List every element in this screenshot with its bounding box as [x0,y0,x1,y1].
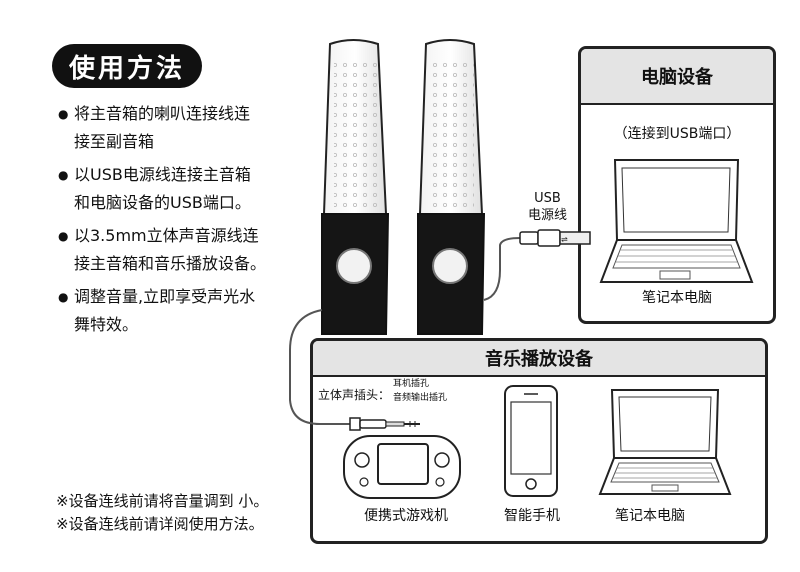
note-read-manual: ※设备连线前请详阅使用方法。 [56,515,264,533]
device-label-smartphone: 智能手机 [504,508,560,524]
music-box-header: 音乐播放设备 [313,341,765,377]
usb-plug-icon: ⇌ [519,229,591,247]
jack-option-audio-out: 音频输出插孔 [393,393,448,403]
page-title: 使用方法 [52,44,202,88]
note-volume: ※设备连线前请将音量调到 小。 [56,492,269,510]
laptop-icon [599,159,754,283]
handheld-console-icon [343,435,461,499]
smartphone-icon [504,385,558,497]
audio-jack-icon [349,417,420,431]
audio-cable [289,309,350,425]
music-box-title: 音乐播放设备 [485,349,593,370]
music-laptop-icon [598,389,732,495]
pc-box-header: 电脑设备 [581,49,773,105]
speaker-main [321,39,390,335]
device-label-game-console: 便携式游戏机 [364,508,448,524]
pc-device-label: 笔记本电脑 [642,290,712,306]
svg-text:⇌: ⇌ [561,235,568,244]
pc-box-title: 电脑设备 [641,67,713,88]
pc-box-subtitle: （连接到USB端口） [613,126,741,142]
notes: ※设备连线前请将音量调到 小。 ※设备连线前请详阅使用方法。 [56,490,268,536]
usb-cable [483,237,521,301]
speaker-secondary [417,39,486,335]
device-label-laptop: 笔记本电脑 [615,508,685,524]
jack-label: 立体声插头： [318,388,391,402]
jack-option-headphone: 耳机插孔 [393,379,430,389]
